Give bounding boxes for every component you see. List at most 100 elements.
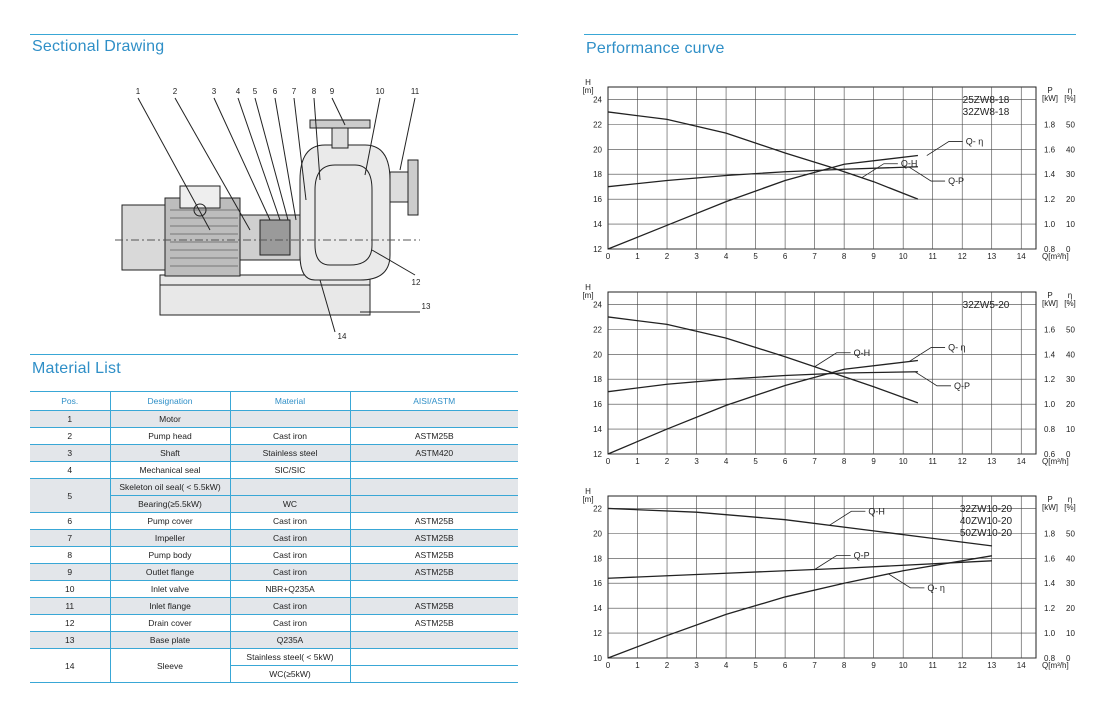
cell-astm — [350, 648, 518, 666]
cell-designation: Pump head — [109, 427, 231, 445]
x-tick-label: 7 — [812, 457, 817, 466]
plot-frame — [607, 291, 1037, 455]
p-tick-label: 1.2 — [1044, 604, 1056, 613]
callout-5: 5 — [253, 87, 258, 96]
cell-material: Cast iron — [229, 563, 351, 581]
series-line — [607, 371, 918, 393]
curve-label-qh: Q-H — [901, 159, 918, 169]
eta-tick-label: 10 — [1066, 629, 1075, 638]
col-designation: Designation — [109, 391, 231, 411]
x-tick-label: 1 — [635, 457, 640, 466]
cell-astm — [350, 478, 518, 496]
h-unit-label: [m] — [582, 495, 593, 504]
eta-tick-label: 50 — [1066, 325, 1075, 334]
x-tick-label: 3 — [694, 457, 699, 466]
x-tick-label: 3 — [694, 252, 699, 261]
x-tick-label: 9 — [871, 252, 876, 261]
x-tick-label: 2 — [665, 457, 670, 466]
curve-label-qp: Q-P — [954, 381, 970, 391]
performance-top-rule — [584, 34, 1076, 35]
x-tick-label: 6 — [783, 661, 788, 670]
x-tick-label: 5 — [753, 661, 758, 670]
x-tick-label: 8 — [842, 457, 847, 466]
x-tick-label: 11 — [929, 252, 938, 261]
cell-astm — [350, 461, 518, 479]
cell-material: SIC/SIC — [229, 461, 351, 479]
table-row: 14 Sleeve Stainless steel( < 5kW) — [30, 648, 518, 683]
eta-unit-label: [%] — [1064, 503, 1076, 512]
x-tick-label: 12 — [958, 661, 967, 670]
drawing-top-rule — [30, 34, 518, 35]
x-axis-label: Q[m³/h] — [1042, 457, 1069, 466]
eta-tick-label: 30 — [1066, 579, 1075, 588]
h-axis-label: H — [585, 78, 591, 87]
eta-tick-label: 50 — [1066, 529, 1075, 538]
p-tick-label: 1.4 — [1044, 579, 1056, 588]
y-tick-label: 12 — [593, 629, 602, 638]
sectional-drawing-title: Sectional Drawing — [32, 38, 165, 55]
label-leader — [814, 555, 851, 570]
x-axis-label: Q[m³/h] — [1042, 252, 1069, 261]
y-tick-label: 18 — [593, 170, 602, 179]
y-tick-label: 16 — [593, 195, 602, 204]
callout-13: 13 — [422, 302, 431, 311]
callout-2: 2 — [173, 87, 178, 96]
curve-label-qp: Q-P — [948, 176, 964, 186]
series-line — [607, 555, 992, 659]
y-tick-label: 22 — [593, 504, 602, 513]
series-line — [607, 507, 992, 547]
cell-designation: Motor — [109, 410, 231, 428]
model-name: 32ZW5-20 — [963, 300, 1010, 311]
cell-pos: 5 — [30, 478, 110, 513]
x-tick-label: 12 — [958, 457, 967, 466]
y-tick-label: 22 — [593, 120, 602, 129]
cell-astm: ASTM25B — [350, 614, 518, 632]
label-leader — [908, 347, 946, 362]
eta-axis-label: η — [1068, 86, 1072, 95]
cell-material: Stainless steel — [229, 444, 351, 462]
series-line — [607, 560, 992, 579]
x-tick-label: 13 — [987, 252, 996, 261]
material-top-rule — [30, 354, 518, 355]
p-axis-label: P — [1047, 495, 1052, 504]
table-row: 1 Motor — [30, 410, 518, 428]
y-tick-label: 12 — [593, 450, 602, 459]
table-row: 7 Impeller Cast iron ASTM25B — [30, 529, 518, 547]
cell-material: Cast iron — [229, 546, 351, 564]
cell-material: WC(≥5kW) — [229, 665, 351, 683]
curve-label-qp: Q-P — [854, 551, 870, 561]
cell-designation: Inlet valve — [109, 580, 231, 598]
material-list-title: Material List — [32, 360, 121, 377]
h-unit-label: [m] — [582, 86, 593, 95]
cell-astm — [350, 665, 518, 683]
eta-tick-label: 40 — [1066, 145, 1075, 154]
cell-pos: 6 — [30, 512, 110, 530]
callout-4: 4 — [236, 87, 241, 96]
eta-tick-label: 40 — [1066, 554, 1075, 563]
table-row: 13 Base plate Q235A — [30, 631, 518, 649]
y-tick-label: 14 — [593, 220, 602, 229]
p-tick-label: 0.8 — [1044, 245, 1056, 254]
p-tick-label: 1.8 — [1044, 529, 1056, 538]
col-pos: Pos. — [30, 391, 110, 411]
cell-material: Q235A — [229, 631, 351, 649]
curve-label-qeta: Q- η — [966, 137, 984, 147]
cell-designation: Sleeve — [109, 648, 231, 683]
table-row: WC(≥5kW) — [30, 665, 518, 683]
eta-unit-label: [%] — [1064, 94, 1076, 103]
x-tick-label: 3 — [694, 661, 699, 670]
callout-12: 12 — [412, 278, 421, 287]
cell-designation: Pump cover — [109, 512, 231, 530]
p-tick-label: 1.4 — [1044, 350, 1056, 359]
cell-pos: 8 — [30, 546, 110, 564]
cell-designation: Shaft — [109, 444, 231, 462]
cell-pos: 10 — [30, 580, 110, 598]
cell-designation: Drain cover — [109, 614, 231, 632]
callout-11: 11 — [411, 87, 420, 96]
cell-astm: ASTM25B — [350, 546, 518, 564]
cell-designation: Bearing(≥5.5kW) — [109, 495, 231, 513]
cell-pos: 14 — [30, 648, 110, 683]
cell-astm: ASTM25B — [350, 512, 518, 530]
p-tick-label: 0.8 — [1044, 425, 1056, 434]
